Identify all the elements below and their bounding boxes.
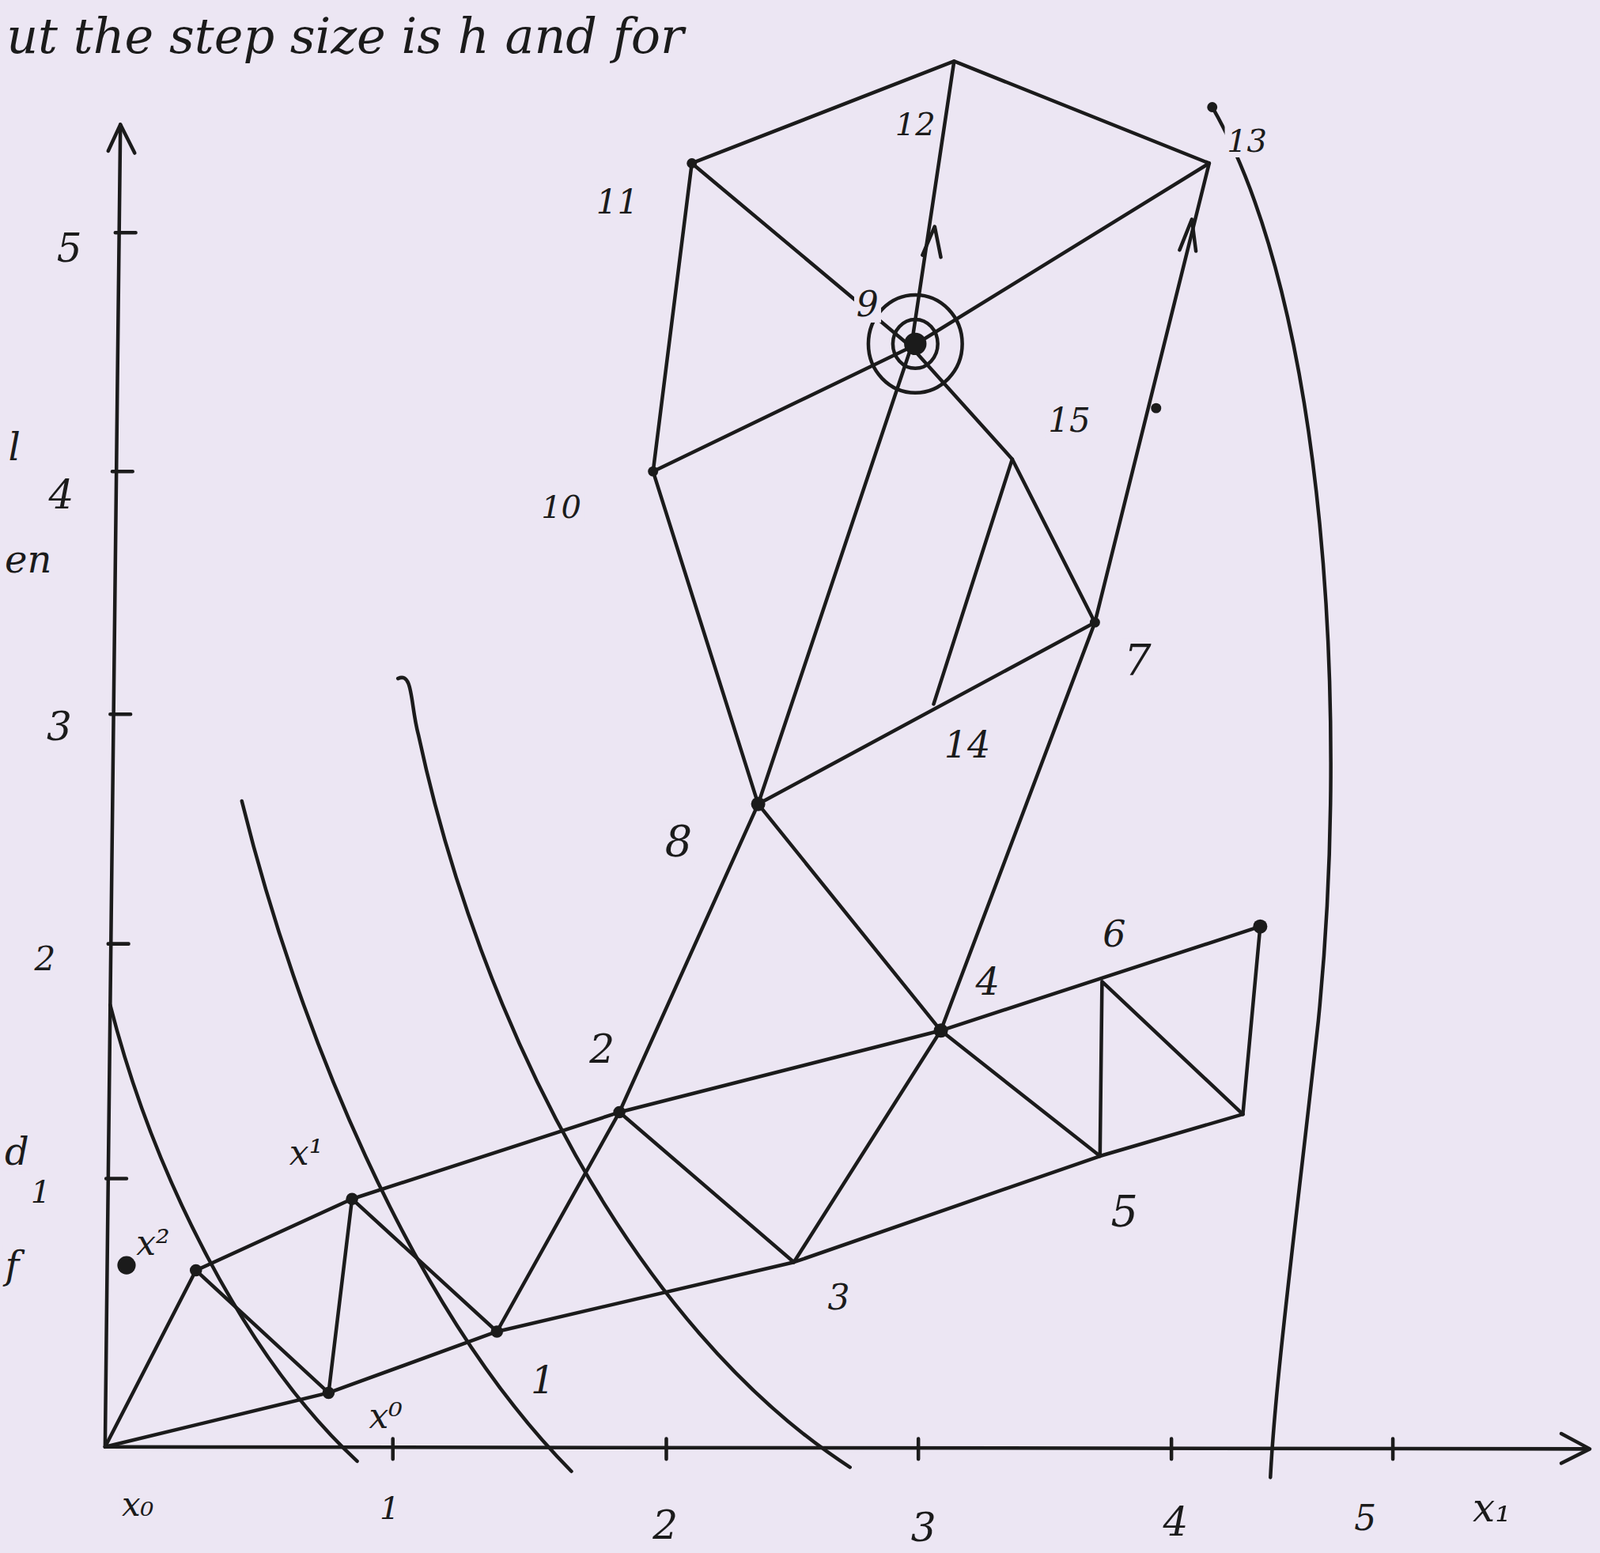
simplex-edge: [196, 926, 1261, 1271]
vertex-number: 3: [825, 1279, 853, 1317]
vertex-number: 14: [941, 726, 994, 765]
simplex-edge: [105, 1114, 1244, 1448]
axis-tick: 2: [650, 1505, 681, 1548]
axis-arrow: [1561, 1433, 1590, 1464]
margin-fragment: l: [5, 427, 23, 467]
vertex-number: 1: [528, 1359, 558, 1400]
x-axis: [105, 1447, 1589, 1450]
axis-label: x₁: [1470, 1487, 1514, 1530]
vertex-dots: [117, 102, 1268, 1400]
simplex-edge: [941, 981, 1244, 1157]
axis-tick: 2: [31, 941, 58, 977]
margin-fragment: f: [3, 1245, 23, 1286]
optimum-ring: [892, 319, 939, 369]
contour-curve: [1212, 106, 1332, 1478]
axis-tick: 4: [1160, 1501, 1191, 1544]
simplex-edge: [105, 804, 942, 1448]
vertex-number: 7: [1121, 639, 1154, 685]
axis-tick: 4: [46, 474, 77, 517]
axis-tick: 5: [54, 226, 85, 269]
axis-tick: 5: [1351, 1500, 1379, 1537]
vertex-number: 12: [892, 107, 939, 141]
margin-fragment: d: [2, 1130, 32, 1171]
vertex-number: 11: [593, 184, 641, 220]
axis-tick: 1: [377, 1491, 402, 1525]
simplex-edge: [653, 347, 1096, 1032]
point-label: x¹: [287, 1134, 326, 1172]
contour-curve: [109, 1005, 357, 1462]
vertex-number: 13: [1224, 124, 1270, 158]
axis-ticks: [105, 232, 1393, 1460]
point-label: x⁰: [366, 1398, 405, 1435]
point-label: x²: [133, 1225, 172, 1262]
vertex-number: 8: [662, 819, 695, 865]
simplex-edge: [911, 60, 954, 347]
margin-fragment: en: [2, 539, 54, 579]
simplex-edge: [653, 162, 1210, 623]
axis-tick: 1: [28, 1175, 53, 1209]
vertex-number: 15: [1045, 403, 1093, 439]
heading-note: ut the step size is h and for: [3, 10, 687, 62]
direction-arrow: [922, 219, 1196, 258]
axis-arrow: [108, 124, 136, 153]
vertex-number: 10: [538, 490, 584, 524]
vertex-number: 2: [586, 1028, 617, 1071]
vertex-number: 9: [854, 285, 882, 322]
y-axis: [105, 124, 121, 1447]
simplex-edge: [934, 459, 1013, 705]
contour-curve: [242, 801, 572, 1472]
vertex-number: 4: [973, 961, 1003, 1002]
point-label: x₀: [119, 1487, 157, 1523]
axis-tick: 3: [908, 1506, 939, 1549]
axis-tick: 3: [44, 706, 75, 749]
vertex-number: 6: [1100, 915, 1128, 954]
vertex-number: 5: [1108, 1190, 1141, 1236]
optimum-ring: [868, 295, 963, 394]
